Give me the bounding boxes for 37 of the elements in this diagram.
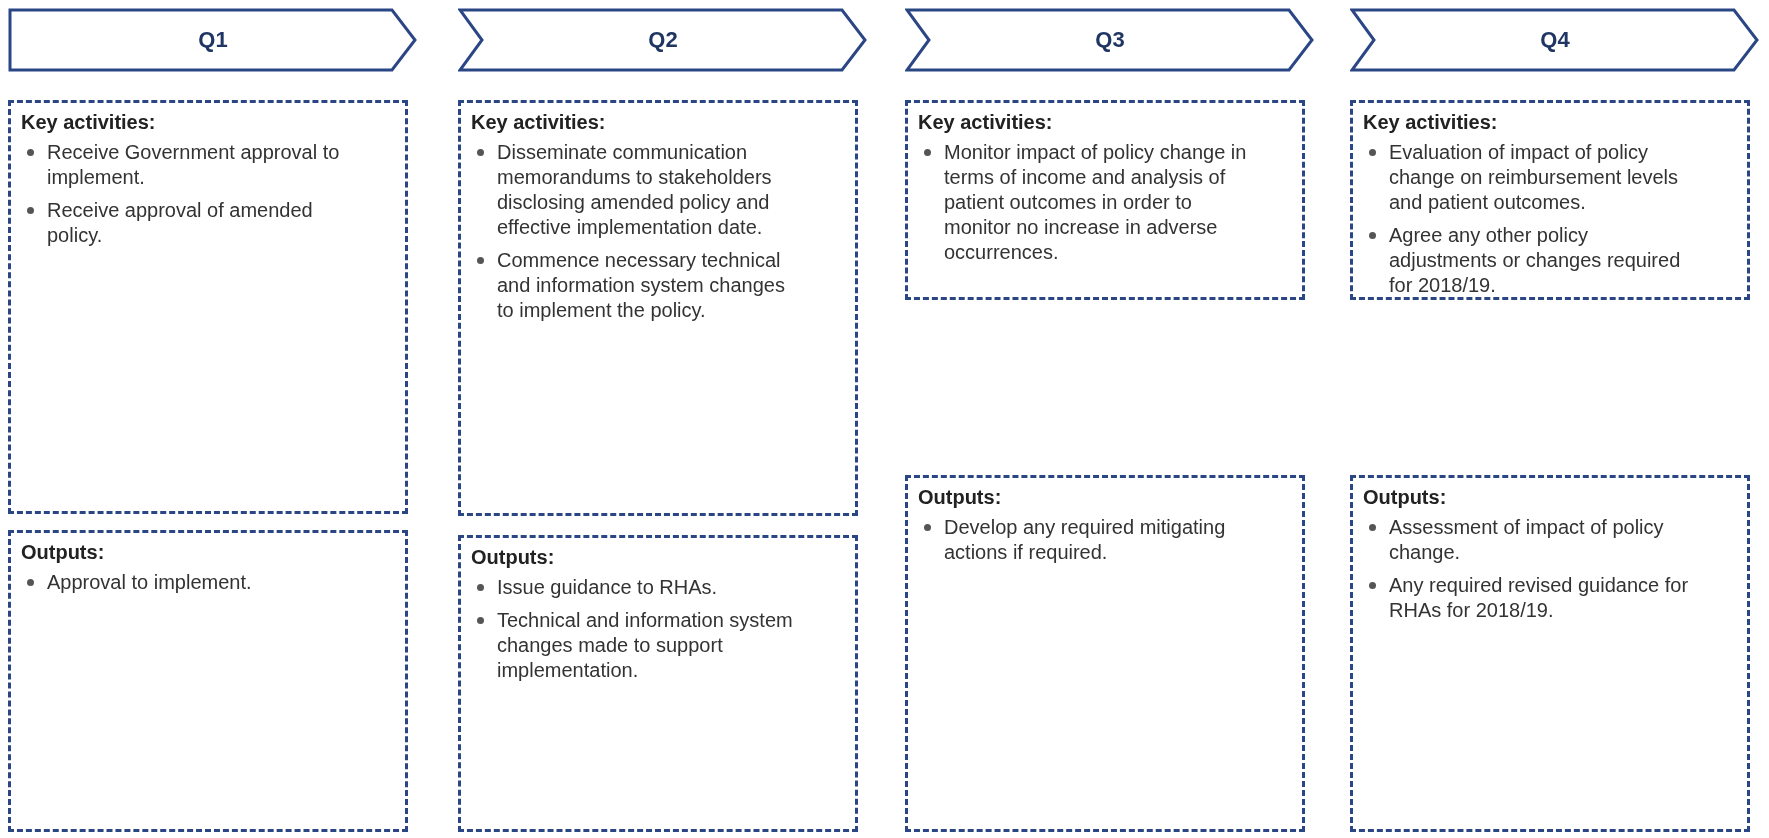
bullet-item: Approval to implement. — [47, 570, 350, 595]
panel-heading: Outputs: — [1363, 486, 1448, 509]
quarter-banner — [8, 8, 418, 72]
dashed-panel — [1350, 100, 1750, 300]
bullet-item: Develop any required mitigating actions if required. — [944, 515, 1247, 565]
quarter-banner — [458, 8, 868, 72]
panel-heading: Outputs: — [21, 541, 106, 564]
quarter-banner — [1350, 8, 1760, 72]
panel-heading: Outputs: — [918, 486, 1003, 509]
bullet-item: Disseminate communication memorandums to stakeholders disclosing amended policy and effective implementation date. — [497, 140, 800, 240]
bullet-item: Issue guidance to RHAs. — [497, 575, 800, 600]
panel-heading: Key activities: — [1363, 111, 1499, 134]
panel-heading: Key activities: — [918, 111, 1054, 134]
quarter-label: Q4 — [1539, 27, 1571, 53]
bullet-item: Receive approval of amended policy. — [47, 198, 350, 248]
dashed-panel — [8, 100, 408, 514]
panel-heading: Key activities: — [471, 111, 607, 134]
bullet-item: Agree any other policy adjustments or changes required for 2018/19. — [1389, 223, 1692, 298]
quarter-banner — [905, 8, 1315, 72]
bullet-item: Any required revised guidance for RHAs for 2018/19. — [1389, 573, 1692, 623]
dashed-panel — [8, 530, 408, 832]
dashed-panel — [458, 535, 858, 832]
quarter-label: Q1 — [197, 27, 229, 53]
bullet-item: Commence necessary technical and information system changes to implement the policy. — [497, 248, 800, 323]
dashed-panel — [905, 475, 1305, 832]
dashed-panel — [458, 100, 858, 516]
panel-heading: Key activities: — [21, 111, 157, 134]
bullet-item: Technical and information system changes made to support implementation. — [497, 608, 800, 683]
quarter-label: Q2 — [647, 27, 679, 53]
dashed-panel — [905, 100, 1305, 300]
dashed-panel — [1350, 475, 1750, 832]
quarter-label: Q3 — [1094, 27, 1126, 53]
panel-heading: Outputs: — [471, 546, 556, 569]
bullet-item: Receive Government approval to implement. — [47, 140, 350, 190]
bullet-item: Assessment of impact of policy change. — [1389, 515, 1692, 565]
bullet-item: Evaluation of impact of policy change on reimbursement levels and patient outcomes. — [1389, 140, 1692, 215]
bullet-item: Monitor impact of policy change in terms of income and analysis of patient outcomes in order to monitor no increase in adverse occurrences. — [944, 140, 1247, 265]
